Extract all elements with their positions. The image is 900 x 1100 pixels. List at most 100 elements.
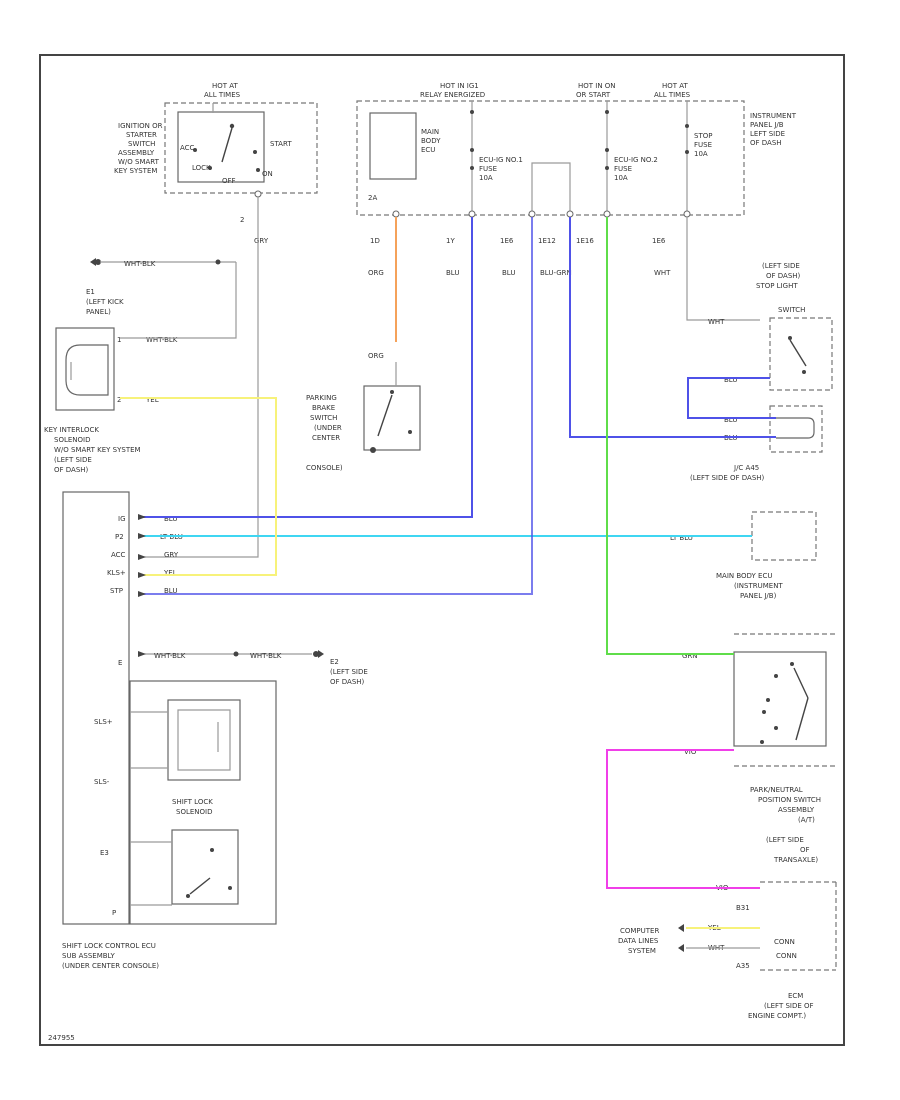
ecm-conn-1: CONN [776,952,797,960]
ki-wire-2: YEL [145,396,159,404]
pn-label-2: ASSEMBLY [778,806,815,814]
e2-label-1: (LEFT SIDE [330,668,368,676]
pn-label-1: POSITION SWITCH [758,796,821,804]
sl-pin-3: P [112,909,116,917]
stop-fuse-0: STOP [694,132,712,140]
e2-wire-1: WHT-BLK [154,652,186,660]
pn-wire-green: GRN [682,652,698,660]
e1-label-0: E1 [86,288,95,296]
pb-label-0: PARKING [306,394,337,402]
fuse2-1: FUSE [614,165,632,173]
jb-wire-0: ORG [368,269,384,277]
ecu-pin-arrows [138,514,146,657]
ecm-computer-0: COMPUTER [620,927,659,935]
ign-label-0: IGNITION OR [118,122,163,130]
fuse2-2: 10A [614,174,628,182]
jb-wire-1: BLU [446,269,459,277]
key-interlock-box [55,327,115,411]
ki-pin-1: 1 [117,336,121,344]
jc-box [769,405,823,453]
stop-light-box [769,317,833,391]
ign-acc: ACC [180,144,195,152]
ecm-label-0: ECM [788,992,803,1000]
ignition-switch-inner [177,111,265,183]
mbe-label-0: MAIN BODY ECU [716,572,773,580]
e1-label-2: PANEL) [86,308,111,316]
ki-label-3: (LEFT SIDE [54,456,92,464]
e2-label-2: OF DASH) [330,678,365,686]
sl-label-b: SUB ASSEMBLY [62,952,116,960]
jb-conn-3: 1E12 [538,237,556,245]
sl-wire-in: WHT [708,318,725,326]
wire-blue-jc [569,217,776,438]
hot-label-4-a: HOT AT [662,82,689,90]
ecu-wire-3: YEL [163,569,177,577]
main-body-ecu: LT BLU MAIN BODY ECU (INSTRUMENT PANEL J… [670,511,817,600]
stop-light-switch: WHT (LEFT SIDE OF DASH) STOP LIGHT SWITC… [686,217,833,482]
hot-label-3-a: HOT IN ON [578,82,616,90]
ecm-computer-2: SYSTEM [628,947,656,955]
sl-pin-1: SLS- [94,778,110,786]
ign-wire: GRY [254,237,269,245]
sl-pin-2: E3 [100,849,109,857]
pb-wire: ORG [368,352,384,360]
ign-start: START [270,140,292,148]
hot-label-4-b: ALL TIMES [654,91,691,99]
ecu-wire-2: GRY [164,551,179,559]
sl-pin-0: SLS+ [94,718,113,726]
ecu-pin-7: E [118,659,122,667]
jb-conn-5: 1E6 [652,237,666,245]
sl-solenoid-0: SHIFT LOCK [172,798,213,806]
sl-label-3: SWITCH [778,306,805,314]
ecm-label-1: (LEFT SIDE OF [764,1002,814,1010]
fuse1-2: 10A [479,174,493,182]
pb-label-4: CENTER [312,434,340,442]
ecu-wire-0: BLU [164,515,177,523]
ki-label-1: SOLENOID [54,436,90,444]
ign-label-4: W/O SMART [118,158,160,166]
pn-label-6: TRANSAXLE) [773,856,818,864]
jb-conn-0: 1D [370,237,380,245]
jb-box [356,100,745,216]
shift-lock-solenoid-icon [167,699,241,781]
stop-fuse-1: FUSE [694,141,712,149]
ground-e1: WHT-BLK E1 (LEFT KICK PANEL) [86,258,236,316]
jb-conn-1: 1Y [446,237,455,245]
ign-on: ON [262,170,273,178]
diagram-id: 247955 [48,1034,75,1042]
shift-lock-ecu-box [62,491,130,925]
sl-solenoid-1: SOLENOID [176,808,212,816]
wire-blue-ig [142,217,473,518]
pb-label-2: SWITCH [310,414,337,422]
pn-label-3: (A/T) [798,816,815,824]
shift-lock-sub-box [129,680,277,925]
ecu-pin-1: P2 [115,533,124,541]
fuse1-1: FUSE [479,165,497,173]
ign-label-3: ASSEMBLY [118,149,155,157]
ign-label-5: KEY SYSTEM [114,167,157,175]
sl-wire-b: BLU [724,416,737,424]
ignition-switch-box [164,102,318,194]
mbe-label-1: (INSTRUMENT [734,582,783,590]
ecu-wire-4: BLU [164,587,177,595]
main-body-ecu-box-right [751,511,817,561]
e2-label-0: E2 [330,658,339,666]
wires [120,217,776,929]
wire-blue-loop [687,377,776,419]
ecu-pin-0: IG [118,515,126,523]
ecm: VIO B31 A35 YEL WHT CONN CONN COMPUTER D… [618,881,837,1020]
jb-conn-4: 1E16 [576,237,594,245]
mbe-wire: LT BLU [670,534,693,542]
ecm-label-2: ENGINE COMPT.) [748,1012,806,1020]
jb-wire-3: BLU-GRN [540,269,572,277]
pb-label-5: CONSOLE) [306,464,343,472]
hot-label-2-a: HOT IN IG1 [440,82,479,90]
hot-label-1-a: HOT AT [212,82,239,90]
wire-yellow [120,397,277,576]
mbe-label-2: PANEL J/B) [740,592,777,600]
e1-wire: WHT-BLK [124,260,156,268]
diagram-frame [39,54,845,1046]
jc-label-0: J/C A45 [733,464,759,472]
sl-label-0: (LEFT SIDE [762,262,800,270]
